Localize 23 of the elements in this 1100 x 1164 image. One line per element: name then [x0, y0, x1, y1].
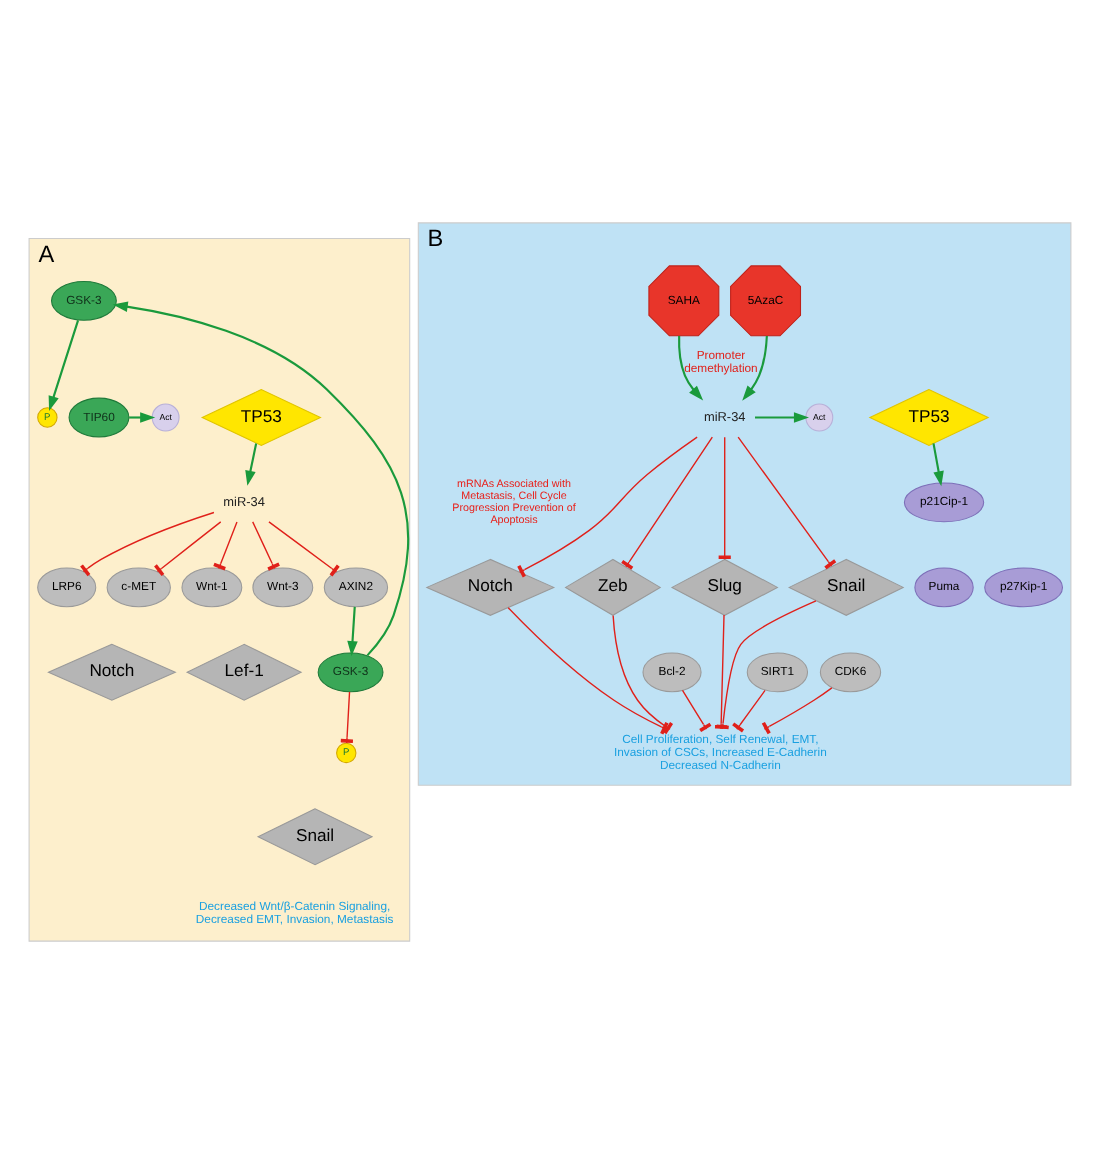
arrow — [347, 606, 358, 657]
node-diamond: Lef-1 — [185, 643, 303, 701]
node-diamond: Snail — [256, 808, 374, 866]
node-diamond: Slug — [670, 558, 779, 616]
connector — [80, 511, 215, 577]
node-diamond: Notch — [47, 643, 177, 701]
arrow — [678, 335, 704, 401]
arrow — [112, 301, 409, 657]
arrow — [932, 443, 944, 487]
connector — [154, 521, 222, 577]
connector — [621, 436, 713, 570]
connector — [517, 436, 698, 578]
arrow — [245, 443, 258, 486]
connector — [732, 689, 766, 733]
node-diamond: TP53 — [200, 388, 322, 447]
node-diamond: TP53 — [868, 388, 990, 447]
arrow — [48, 320, 80, 412]
arrow — [129, 412, 156, 423]
arrow — [755, 412, 809, 423]
connector — [340, 691, 353, 744]
arrow — [742, 335, 768, 401]
node-diamond: Notch — [425, 558, 556, 616]
connector — [213, 521, 238, 571]
